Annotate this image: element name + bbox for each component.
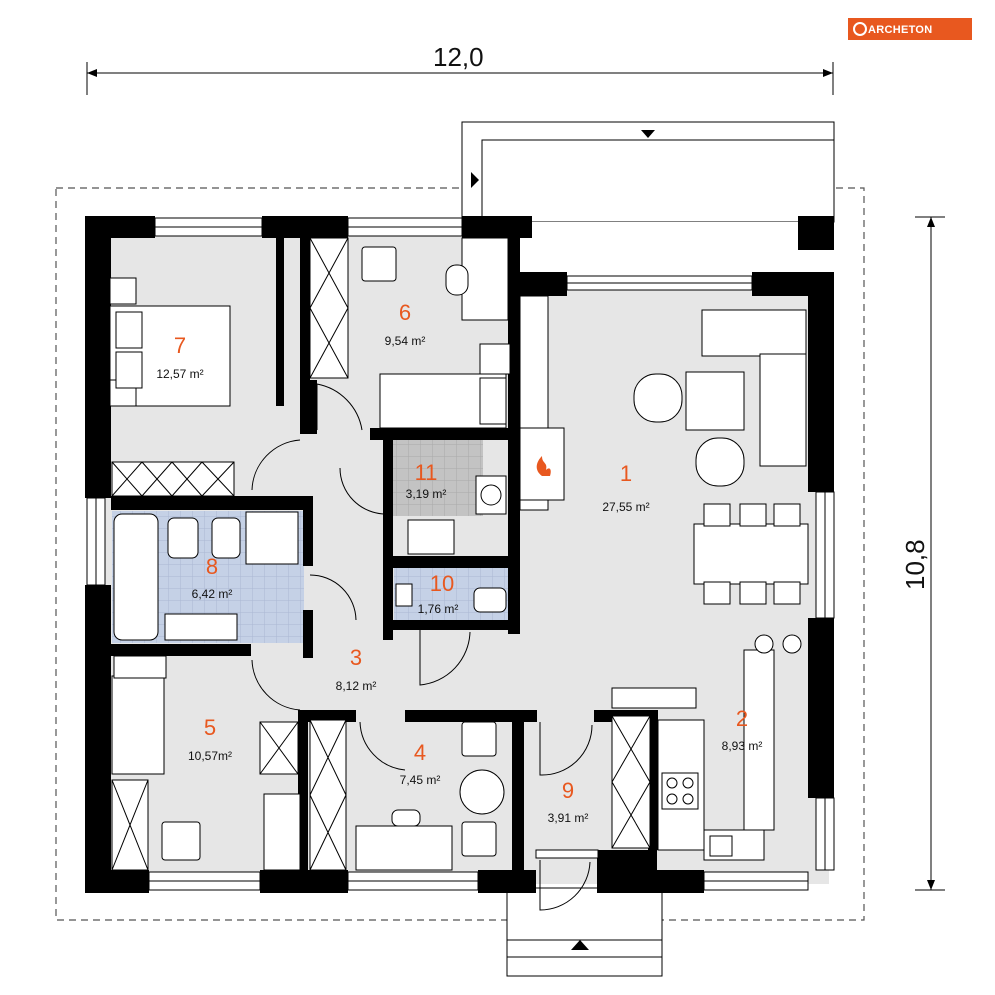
room-6-number: 6	[399, 300, 411, 325]
room-11-area: 3,19 m²	[406, 487, 447, 501]
width-dimension: 12,0	[86, 42, 834, 95]
room-2-label: 2 8,93 m²	[722, 706, 763, 753]
windows	[86, 217, 835, 891]
room-4-number: 4	[414, 740, 426, 765]
brand-logo: ARCHETON	[848, 18, 972, 40]
room-1-area: 27,55 m²	[602, 500, 649, 514]
room-11-label: 11 3,19 m²	[406, 460, 447, 501]
room-10-label: 10 1,76 m²	[418, 571, 459, 616]
furniture	[109, 237, 809, 871]
room-9-number: 9	[562, 778, 574, 803]
room-5-number: 5	[204, 715, 216, 740]
room-9-label: 9 3,91 m²	[548, 778, 589, 825]
width-dimension-label: 12,0	[433, 42, 484, 72]
room-9-area: 3,91 m²	[548, 811, 589, 825]
depth-dimension: 10,8	[900, 216, 945, 891]
room-7-number: 7	[174, 333, 186, 358]
room-6-label: 6 9,54 m²	[385, 300, 426, 348]
room-1-number: 1	[620, 461, 632, 486]
room-10-number: 10	[430, 571, 454, 596]
room-6-area: 9,54 m²	[385, 334, 426, 348]
doors	[251, 383, 599, 911]
entrance-steps	[506, 887, 663, 977]
roof-outline	[55, 187, 865, 921]
fireplace-icon	[536, 456, 551, 476]
room-5-label: 5 10,57m²	[188, 715, 232, 763]
room-8-number: 8	[206, 554, 218, 579]
depth-dimension-label: 10,8	[900, 539, 930, 590]
room-8-area: 6,42 m²	[192, 587, 233, 601]
terrace	[461, 121, 835, 223]
room-2-area: 8,93 m²	[722, 739, 763, 753]
room-1-label: 1 27,55 m²	[602, 461, 649, 514]
room-7-area: 12,57 m²	[156, 367, 203, 381]
room-10-area: 1,76 m²	[418, 602, 459, 616]
room-3-label: 3 8,12 m²	[336, 645, 377, 693]
room-4-area: 7,45 m²	[400, 773, 441, 787]
brand-logo-text: ARCHETON	[868, 24, 933, 36]
walls	[85, 216, 834, 893]
room-3-number: 3	[350, 645, 362, 670]
room-5-area: 10,57m²	[188, 749, 232, 763]
utility-tiles	[391, 440, 483, 516]
room-7-label: 7 12,57 m²	[156, 333, 203, 381]
room-8-label: 8 6,42 m²	[192, 554, 233, 601]
room-4-label: 4 7,45 m²	[400, 740, 441, 787]
room-11-number: 11	[415, 460, 438, 485]
room-3-area: 8,12 m²	[336, 679, 377, 693]
room-2-number: 2	[736, 706, 748, 731]
